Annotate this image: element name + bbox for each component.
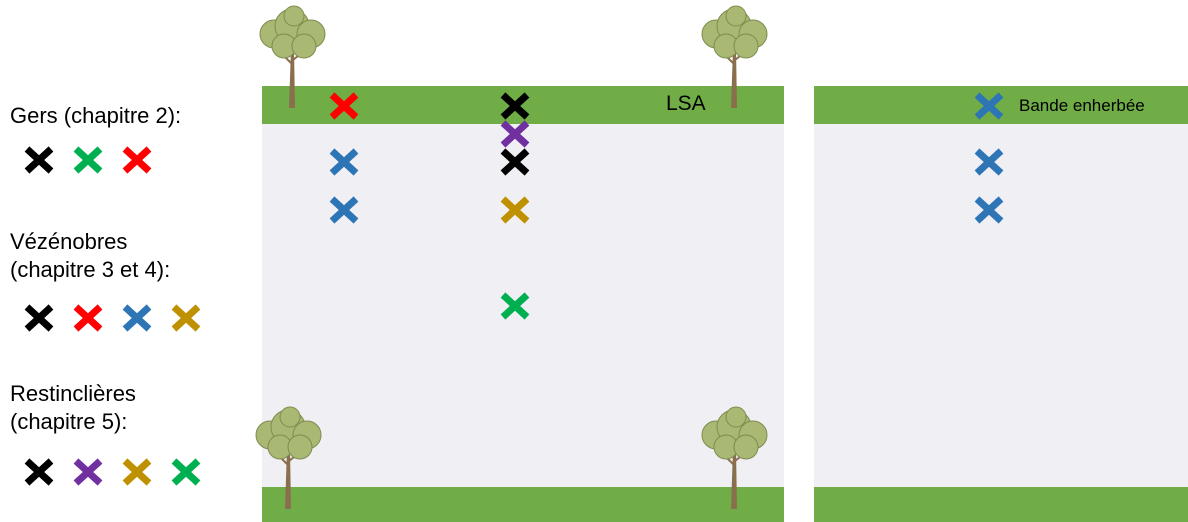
tree-icon bbox=[255, 406, 322, 509]
cross-marker-icon bbox=[122, 146, 152, 174]
legend-gers-markers bbox=[22, 145, 154, 175]
sampling-cross-icon bbox=[974, 196, 1004, 224]
sampling-cross-icon bbox=[500, 92, 530, 120]
sampling-cross-icon bbox=[500, 148, 530, 176]
legend-vezenobres-title: Vézénobres bbox=[10, 229, 128, 254]
cross-marker-icon bbox=[171, 304, 201, 332]
cross-marker-icon bbox=[24, 304, 54, 332]
tree-icon bbox=[259, 5, 326, 108]
sampling-cross-icon bbox=[974, 148, 1004, 176]
cross-marker-icon bbox=[24, 146, 54, 174]
legend-vezenobres-subtitle: (chapitre 3 et 4): bbox=[10, 257, 171, 282]
legend-restinclieres-markers bbox=[22, 457, 203, 487]
sampling-cross-icon bbox=[329, 92, 359, 120]
cross-marker-icon bbox=[122, 458, 152, 486]
legend-restinclieres-subtitle: (chapitre 5): bbox=[10, 409, 128, 434]
sampling-cross-icon bbox=[974, 92, 1004, 120]
lsa-label: LSA bbox=[666, 92, 706, 115]
bande-enherbee-label: Bande enherbée bbox=[1019, 96, 1145, 115]
sampling-cross-icon bbox=[329, 196, 359, 224]
sampling-cross-icon bbox=[500, 120, 530, 148]
tree-row-strip-bottom bbox=[262, 487, 784, 522]
legend-restinclieres-title: Restinclières bbox=[10, 381, 136, 406]
cross-marker-icon bbox=[73, 458, 103, 486]
sampling-cross-icon bbox=[500, 292, 530, 320]
grass-strip-top bbox=[814, 86, 1188, 124]
cross-marker-icon bbox=[24, 458, 54, 486]
legend-gers-title: Gers (chapitre 2): bbox=[10, 103, 182, 128]
tree-icon bbox=[701, 406, 768, 509]
tree-icon bbox=[701, 5, 768, 108]
grass-strip-bottom bbox=[814, 487, 1188, 522]
cross-marker-icon bbox=[122, 304, 152, 332]
cross-marker-icon bbox=[73, 146, 103, 174]
cross-marker-icon bbox=[171, 458, 201, 486]
plot-control bbox=[814, 86, 1188, 522]
sampling-cross-icon bbox=[500, 196, 530, 224]
cross-marker-icon bbox=[73, 304, 103, 332]
sampling-cross-icon bbox=[329, 148, 359, 176]
legend-vezenobres-markers bbox=[22, 303, 203, 333]
